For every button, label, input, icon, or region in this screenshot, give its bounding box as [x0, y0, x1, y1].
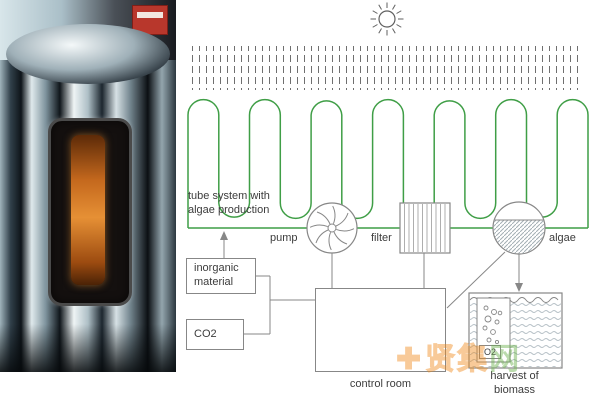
control-room-label: control room — [349, 378, 412, 390]
sunlight-dashes — [190, 46, 578, 90]
filter-icon — [399, 202, 451, 254]
photo-bottom-shadow — [0, 324, 176, 372]
vessel-dome — [6, 24, 170, 84]
watermark-text-orange: 贤集 — [425, 343, 490, 377]
pump-icon — [306, 202, 358, 254]
o2-label: O2 — [479, 345, 501, 359]
co2-box: CO2 — [186, 319, 244, 350]
watermark-text-green: 网 — [489, 343, 522, 376]
inorganic-material-box: inorganic material — [186, 258, 256, 294]
algae-tank-icon — [492, 201, 546, 255]
connector-lines — [223, 238, 520, 335]
pump-label: pump — [270, 232, 298, 244]
tube-system-label: tube system with algae production — [188, 190, 270, 217]
sun-icon — [370, 2, 404, 36]
watermark-cross-icon: ✚ — [396, 343, 424, 376]
bioreactor-photo — [0, 0, 176, 372]
control-room-box — [315, 288, 446, 372]
watermark: ✚贤集网 — [396, 334, 521, 378]
arrow-down-icon — [515, 283, 523, 292]
arrow-up-icon — [220, 231, 228, 240]
culture-liquid — [71, 135, 105, 285]
bubbles-icon — [482, 305, 503, 345]
filter-label: filter — [371, 232, 392, 244]
sight-glass — [48, 118, 132, 306]
algae-label: algae — [549, 232, 576, 244]
harvest-label: harvest of biomass — [490, 370, 539, 397]
